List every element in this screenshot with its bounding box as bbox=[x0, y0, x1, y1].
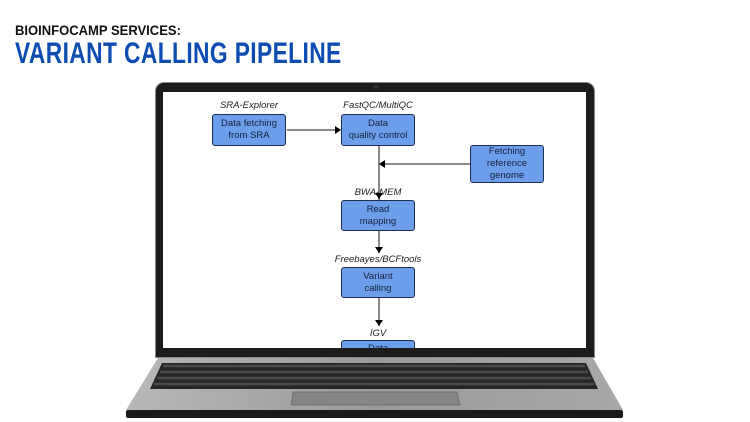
touchpad bbox=[290, 391, 461, 406]
tool-label-bwa-mem: BWA-MEM bbox=[354, 187, 402, 198]
keyboard-keys bbox=[154, 364, 594, 386]
subtitle: BIOINFOCAMP SERVICES: bbox=[15, 22, 181, 38]
tool-label-sra-explorer: SRA-Explorer bbox=[219, 100, 279, 111]
arrowhead-left bbox=[379, 160, 385, 168]
laptop-bottom-edge bbox=[126, 410, 623, 418]
step-variant-calling: Variant calling bbox=[341, 267, 415, 298]
step-quality-control: Data quality control bbox=[341, 114, 415, 146]
arrowhead-down bbox=[375, 247, 383, 253]
camera-icon bbox=[374, 85, 378, 89]
connector-mapping-to-calling bbox=[378, 231, 380, 253]
arrowhead-right bbox=[335, 126, 341, 134]
laptop-screen: SRA-Explorer Data fetching from SRA Fast… bbox=[163, 92, 586, 348]
step-fetching-reference: Fetching reference genome bbox=[470, 145, 544, 183]
arrowhead-down bbox=[375, 193, 383, 199]
arrowhead-down bbox=[375, 320, 383, 326]
tool-label-igv: IGV bbox=[369, 328, 387, 339]
page-title: VARIANT CALLING PIPELINE bbox=[15, 37, 342, 70]
connector-calling-to-igv bbox=[378, 298, 380, 326]
step-data-fetching: Data fetching from SRA bbox=[212, 114, 286, 146]
step-read-mapping: Read mapping bbox=[341, 200, 415, 231]
connector-sra-to-qc bbox=[287, 129, 337, 131]
connector-qc-to-mapping bbox=[378, 146, 380, 200]
tool-label-freebayes: Freebayes/BCFtools bbox=[334, 254, 422, 265]
tool-label-fastqc: FastQC/MultiQC bbox=[343, 100, 413, 111]
step-data-visualization: Data bbox=[341, 340, 415, 348]
keyboard bbox=[150, 363, 598, 389]
connector-ref-to-mapping bbox=[385, 163, 470, 165]
